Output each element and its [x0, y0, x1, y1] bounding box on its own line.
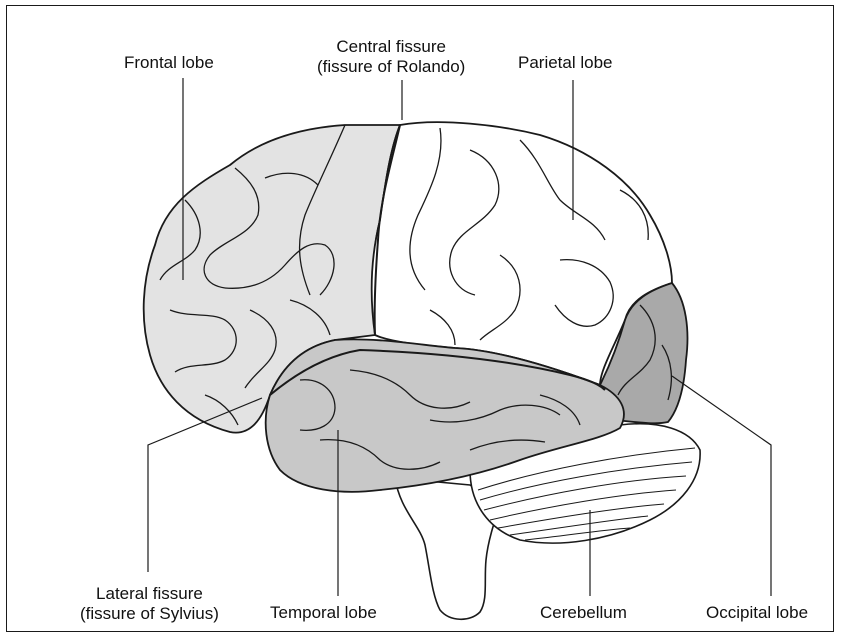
label-lateral-fissure: Lateral fissure (fissure of Sylvius) — [80, 584, 219, 624]
label-temporal-lobe: Temporal lobe — [270, 603, 377, 623]
label-cerebellum: Cerebellum — [540, 603, 627, 623]
label-parietal-lobe: Parietal lobe — [518, 53, 613, 73]
label-central-fissure: Central fissure (fissure of Rolando) — [317, 37, 465, 77]
label-central-fissure-line2: (fissure of Rolando) — [317, 57, 465, 77]
label-occipital-lobe: Occipital lobe — [706, 603, 808, 623]
label-lateral-fissure-line2: (fissure of Sylvius) — [80, 604, 219, 624]
label-lateral-fissure-line1: Lateral fissure — [80, 584, 219, 604]
label-central-fissure-line1: Central fissure — [317, 37, 465, 57]
label-frontal-lobe: Frontal lobe — [124, 53, 214, 73]
